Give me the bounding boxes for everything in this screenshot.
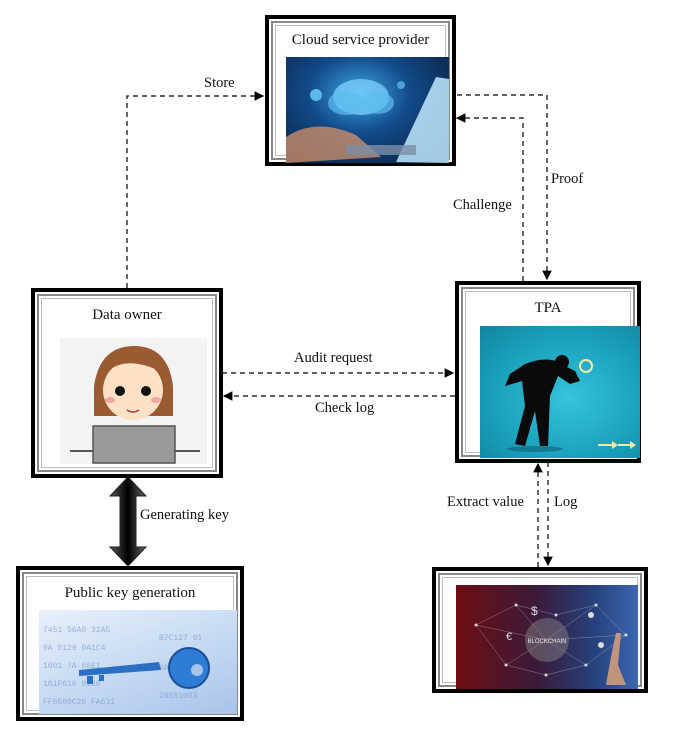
challenge-label: Challenge [453,197,512,213]
cloud-icon [286,77,449,163]
svg-text:B7C127 91: B7C127 91 [159,634,202,643]
svg-text:20651003: 20651003 [159,692,198,701]
svg-text:101F616 0126: 101F616 0126 [43,680,101,689]
audit-request-label: Audit request [294,350,373,366]
svg-text:7451 56A0 32A5: 7451 56A0 32A5 [43,626,110,635]
svg-text:€: € [506,631,512,643]
challge-arrow [455,113,524,281]
detective-image [480,326,640,458]
svg-text:FF8508C26 FA631: FF8508C26 FA631 [43,698,115,707]
proof-label: Proof [551,171,584,187]
blockchain-image: BLOCKCHAIN $ € [456,585,638,689]
log-label: Log [554,494,578,510]
svg-text:0A 0129 0A1C4: 0A 0129 0A1C4 [43,644,106,653]
cloud-computing-image [286,57,449,163]
cloud-service-provider-title: Cloud service provider [291,32,430,48]
woman-at-laptop-icon [70,346,200,464]
blockchain-node: BLOCKCHAIN $ € [432,567,648,693]
detective-with-magnifier-icon [505,355,636,452]
key-icon: 7451 56A0 32A5 0A 0129 0A1C4 1001 7A 66E… [43,626,210,707]
key-image: 7451 56A0 32A5 0A 0129 0A1C4 1001 7A 66E… [39,610,237,714]
store-arrow [126,91,265,288]
data-owner-node: Data owner [31,288,223,478]
public-key-generation-node: Public key generation 7451 56A0 32A5 0A … [16,566,244,721]
store-label: Store [204,75,235,91]
extract-value-label: Extract value [447,494,524,510]
cloud-service-provider-node: Cloud service provider [265,15,456,166]
check-log-label: Check log [315,400,375,416]
tpa-node: TPA [455,281,641,463]
svg-text:1001 7A 66E1: 1001 7A 66E1 [43,662,101,671]
proof-arrow [457,94,552,281]
data-owner-image [60,338,207,464]
public-key-generation-title: Public key generation [64,585,196,601]
tpa-title: TPA [534,300,562,316]
blockchain-network-icon: BLOCKCHAIN $ € [474,603,628,685]
generating-key-label: Generating key [140,507,229,523]
data-owner-title: Data owner [92,307,162,323]
svg-text:$: $ [531,604,538,618]
blockchain-image-text: BLOCKCHAIN [527,639,566,645]
